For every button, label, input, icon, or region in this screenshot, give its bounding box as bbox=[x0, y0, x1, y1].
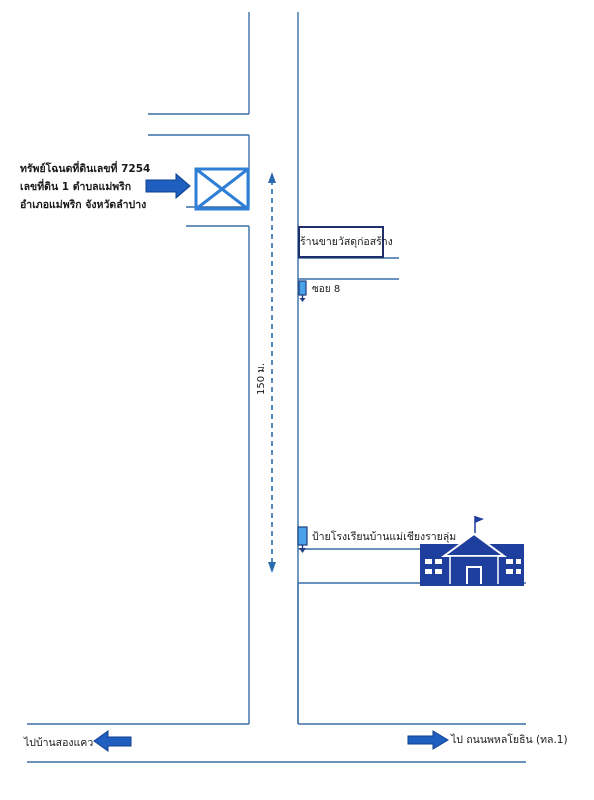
shop-building bbox=[298, 226, 384, 258]
soi-sign-icon bbox=[298, 280, 307, 302]
left-destination-label: ไปบ้านสองแคว bbox=[24, 737, 94, 749]
right-destination-label: ไป ถนนพหลโยธิน (ทล.1) bbox=[451, 734, 568, 746]
distance-label: 150 ม. bbox=[256, 362, 267, 395]
left-direction-arrow bbox=[93, 730, 132, 752]
parcel-description: ทรัพย์โฉนดที่ดินเลขที่ 7254 เลขที่ดิน 1 … bbox=[20, 160, 150, 214]
right-direction-arrow bbox=[407, 730, 449, 750]
parcel-arrow bbox=[145, 172, 191, 200]
distance-line bbox=[268, 172, 276, 573]
school-sign-icon bbox=[297, 526, 308, 553]
school-icon bbox=[420, 516, 524, 586]
parcel-line-1: ทรัพย์โฉนดที่ดินเลขที่ 7254 bbox=[20, 163, 151, 175]
right-streets bbox=[297, 257, 526, 724]
school-sign-label: ป้ายโรงเรียนบ้านแม่เชียงรายลุ่ม bbox=[312, 531, 457, 543]
soi-label: ซอย 8 bbox=[312, 284, 341, 295]
bottom-road bbox=[27, 723, 526, 763]
parcel-marker bbox=[194, 167, 250, 211]
parcel-line-2: เลขที่ดิน 1 ตำบลแม่พริก bbox=[20, 181, 132, 193]
shop-label: ร้านขายวัสดุก่อสร้าง bbox=[300, 236, 393, 248]
parcel-line-3: อำเภอแม่พริก จังหวัดลำปาง bbox=[20, 199, 147, 211]
